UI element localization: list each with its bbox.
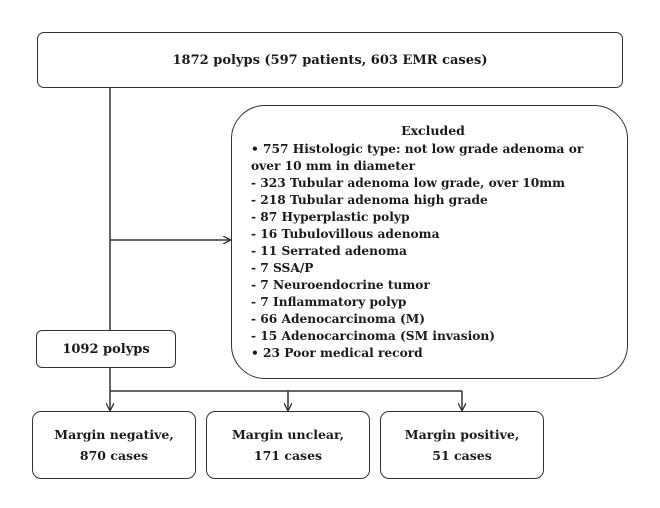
included-polyps-box: 1092 polyps: [36, 330, 176, 368]
margin-negative-label: Margin negative,: [54, 426, 174, 442]
excluded-item: - 7 Inflammatory polyp: [251, 295, 407, 309]
margin-negative-box: Margin negative, 870 cases: [32, 411, 196, 479]
excluded-item: - 15 Adenocarcinoma (SM invasion): [251, 329, 496, 343]
excluded-item: • 23 Poor medical record: [251, 346, 423, 360]
excluded-item: - 7 SSA/P: [251, 261, 314, 275]
total-polyps-box: 1872 polyps (597 patients, 603 EMR cases…: [37, 32, 623, 88]
excluded-item: - 7 Neuroendocrine tumor: [251, 278, 430, 292]
margin-negative-count: 870 cases: [79, 448, 149, 463]
margin-unclear-label: Margin unclear,: [231, 426, 345, 442]
excluded-title: Excluded: [401, 123, 465, 138]
included-polyps-label: 1092 polyps: [62, 341, 150, 357]
excluded-item: • 757 Histologic type: not low grade ade…: [251, 142, 584, 173]
excluded-item: - 218 Tubular adenoma high grade: [251, 193, 488, 207]
margin-unclear-count: 171 cases: [253, 448, 323, 463]
margin-positive-box: Margin positive, 51 cases: [380, 411, 544, 479]
excluded-item: - 16 Tubulovillous adenoma: [251, 227, 440, 241]
margin-positive-count: 51 cases: [432, 448, 492, 463]
excluded-item: - 11 Serrated adenoma: [251, 244, 407, 258]
margin-unclear-box: Margin unclear, 171 cases: [206, 411, 370, 479]
excluded-box: Excluded • 757 Histologic type: not low …: [231, 105, 628, 379]
total-polyps-label: 1872 polyps (597 patients, 603 EMR cases…: [172, 52, 488, 68]
excluded-item: - 87 Hyperplastic polyp: [251, 210, 410, 224]
margin-positive-label: Margin positive,: [404, 426, 520, 442]
excluded-item: - 66 Adenocarcinoma (M): [251, 312, 426, 326]
excluded-item: - 323 Tubular adenoma low grade, over 10…: [251, 176, 566, 190]
